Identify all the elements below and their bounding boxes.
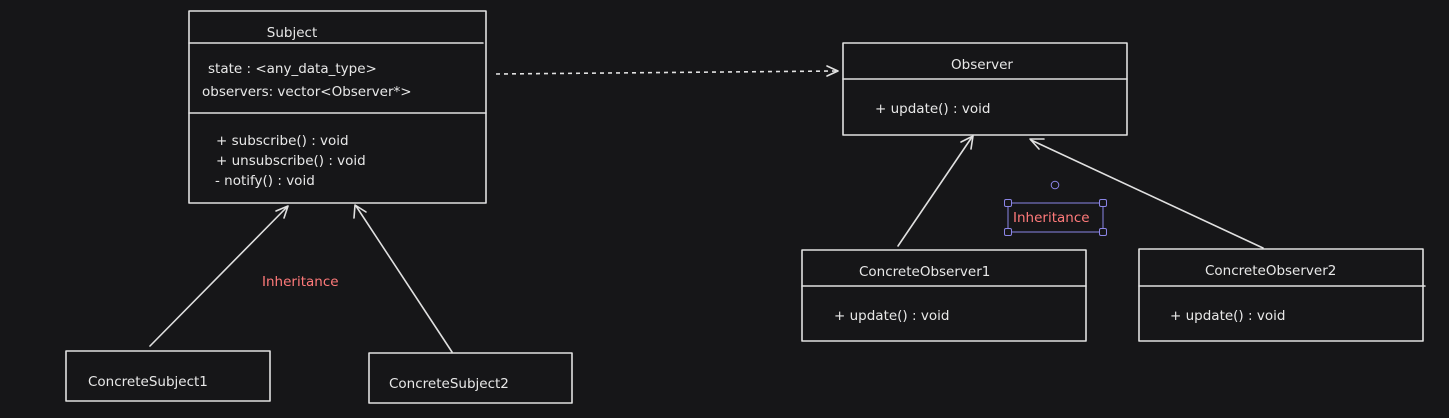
observer-inheritance-arrow-2[interactable] [1029,138,1264,249]
subject-attribute: observers: vector<Observer*> [202,84,412,100]
dependency-line [495,70,837,75]
concrete-observer-1-class[interactable]: ConcreteObserver1 + update() : void [801,249,1087,342]
selection-box [1007,202,1104,233]
concrete-observer-2-title: ConcreteObserver2 [1205,263,1336,279]
subject-box [188,10,487,204]
subject-inheritance-label[interactable]: Inheritance [262,274,339,290]
observer-inheritance-arrow-1[interactable] [897,135,974,247]
concrete-subject-2-title: ConcreteSubject2 [389,376,509,392]
observer-title: Observer [951,57,1013,73]
concrete-observer-1-title: ConcreteObserver1 [859,264,990,280]
subject-inheritance-arrow-1[interactable] [149,205,289,347]
dependency-arrowhead [826,65,839,77]
subject-inheritance-arrow-2[interactable] [353,204,453,353]
inheritance-arrowhead [1029,138,1045,150]
concrete-subject-1-title: ConcreteSubject1 [88,374,208,390]
selected-observer-inheritance-label[interactable]: Inheritance [1004,180,1107,236]
inheritance-line [1030,139,1264,249]
concrete-observer-2-class[interactable]: ConcreteObserver2 + update() : void [1138,248,1426,342]
concrete-observer-1-box [801,249,1087,342]
observer-box [842,42,1128,136]
subject-method: - notify() : void [215,173,315,189]
concrete-observer-1-method: + update() : void [834,308,949,324]
rotate-handle[interactable] [1050,180,1060,190]
inheritance-line [355,205,453,353]
concrete-observer-2-method: + update() : void [1170,308,1285,324]
observer-method: + update() : void [875,101,990,117]
concrete-subject-1-class[interactable]: ConcreteSubject1 [65,350,271,402]
subject-method: + subscribe() : void [216,133,349,149]
subject-method: + unsubscribe() : void [216,153,366,169]
inheritance-line [149,206,288,347]
observer-inheritance-label: Inheritance [1013,210,1090,226]
inheritance-arrowhead [960,135,974,150]
concrete-subject-2-box [368,352,573,404]
concrete-subject-2-class[interactable]: ConcreteSubject2 [368,352,573,404]
resize-handle-top-right[interactable] [1099,199,1107,207]
inheritance-arrowhead [353,204,367,219]
concrete-observer-2-box [1138,248,1424,342]
subject-class[interactable]: Subject state : <any_data_type> observer… [188,10,487,204]
dependency-arrow[interactable] [495,65,839,77]
observer-class[interactable]: Observer + update() : void [842,42,1128,136]
subject-attribute: state : <any_data_type> [208,61,377,77]
resize-handle-top-left[interactable] [1004,199,1012,207]
concrete-subject-1-box [65,350,271,402]
inheritance-line [897,136,973,247]
subject-title: Subject [267,25,317,41]
resize-handle-bottom-left[interactable] [1004,228,1012,236]
inheritance-arrowhead [275,205,289,219]
resize-handle-bottom-right[interactable] [1099,228,1107,236]
